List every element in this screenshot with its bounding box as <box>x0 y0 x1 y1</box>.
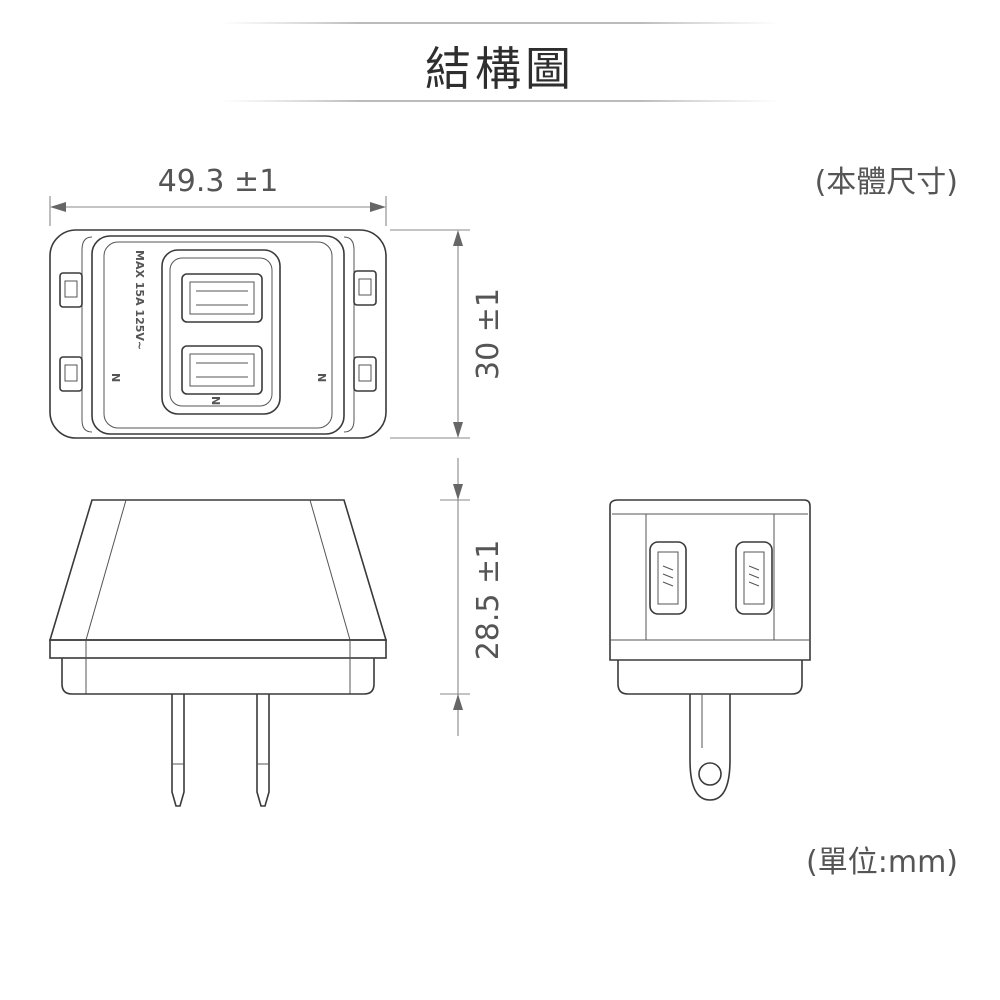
outlet-housing <box>161 249 281 415</box>
side-view <box>48 499 388 807</box>
front-view: MAX 15A 125V~ N N N <box>49 229 387 439</box>
end-slot-right <box>735 541 773 615</box>
height-label: 30 ±1 <box>471 288 506 380</box>
outlet-slot-bottom <box>181 345 263 395</box>
body-size-note: (本體尺寸) <box>815 165 958 200</box>
end-base <box>617 660 803 695</box>
neutral-mark-right: N <box>315 373 328 382</box>
title-top-rule <box>220 22 780 24</box>
end-view <box>609 499 811 801</box>
end-slot-left <box>649 541 687 615</box>
end-body <box>609 499 811 661</box>
outlet-slot-top <box>181 273 263 323</box>
front-frame-bevel <box>81 236 93 433</box>
unit-note: (單位:mm) <box>806 845 958 880</box>
side-prong-left <box>171 694 185 807</box>
front-face-inner <box>103 241 333 429</box>
neutral-mark-center: N <box>209 396 222 405</box>
depth-dimension: 28.5 ±1 <box>440 458 506 736</box>
side-prong-right <box>256 694 270 807</box>
title-bottom-rule <box>220 100 780 102</box>
depth-label: 28.5 ±1 <box>471 540 506 661</box>
title-block: 結構圖 <box>220 22 780 102</box>
end-ground-prong <box>689 694 731 801</box>
side-clip-right-bottom <box>353 356 377 392</box>
front-outer-frame <box>49 229 387 439</box>
width-label: 49.3 ±1 <box>158 164 279 199</box>
side-body-taper <box>48 499 388 641</box>
side-plug-base <box>61 658 375 695</box>
rating-marking: MAX 15A 125V~ <box>133 250 146 350</box>
side-base <box>49 639 387 659</box>
width-dimension: 49.3 ±1 <box>49 164 387 226</box>
page-title: 結構圖 <box>425 42 575 96</box>
front-face-plate <box>91 235 345 435</box>
side-clip-left-top <box>59 272 83 308</box>
side-clip-left-bottom <box>59 356 83 392</box>
side-clip-right-top <box>353 270 377 306</box>
neutral-mark-left: N <box>109 373 122 382</box>
height-dimension: 30 ±1 <box>390 229 506 439</box>
